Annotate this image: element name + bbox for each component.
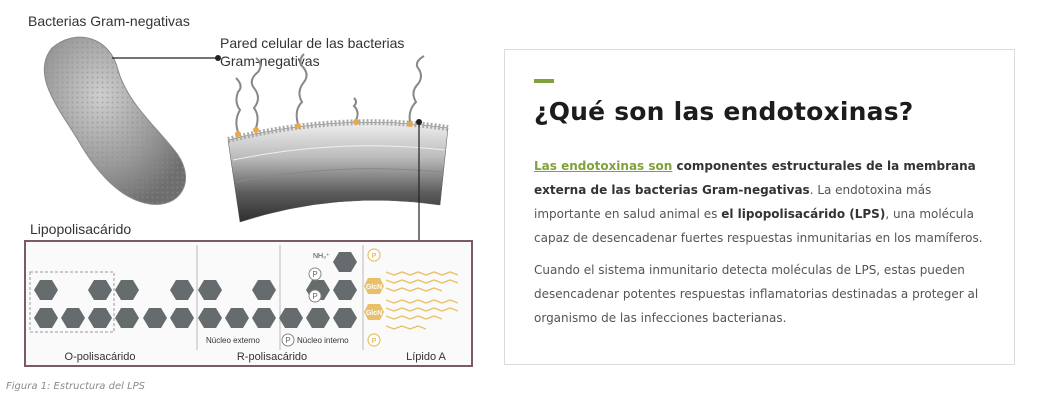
- cell-wall-segment: [227, 121, 449, 223]
- paragraph-definition: Las endotoxinas son componentes estructu…: [534, 154, 989, 250]
- info-card: ¿Qué son las endotoxinas? Las endotoxina…: [504, 49, 1015, 365]
- lipid-phosphate-label: P: [372, 253, 377, 260]
- bold-text: componentes estructurales de la membrana…: [534, 159, 976, 197]
- lipid-a-structure: [364, 248, 459, 347]
- figure-caption: Figura 1: Estructura del LPS: [6, 381, 146, 392]
- label-lipido-a: Lípido A: [406, 351, 446, 363]
- lipid-phosphate-label: P: [372, 338, 377, 345]
- phosphate-groups: [281, 267, 322, 347]
- label-lps: Lipopolisacárido: [30, 221, 131, 237]
- lps-chains: [235, 53, 425, 133]
- label-r-polisacarido: R-polisacárido: [237, 351, 307, 363]
- label-nucleo-interno: Núcleo interno: [297, 336, 349, 345]
- phosphate-label: P: [285, 336, 290, 345]
- endotoxinas-link[interactable]: Las endotoxinas son: [534, 159, 673, 173]
- body-text: , una molécula capaz de desencadenar fue…: [534, 207, 983, 245]
- bold-lps: el lipopolisacárido (LPS): [721, 207, 886, 221]
- label-bacteria: Bacterias Gram-negativas: [28, 13, 190, 29]
- sugar-hexagons: [34, 252, 357, 328]
- lps-figure: Bacterias Gram-negativas Pared celular d…: [0, 0, 490, 403]
- glcn-label: GlcN: [366, 310, 382, 317]
- body-text: . La endotoxina más importante en salud …: [534, 183, 932, 221]
- phosphate-label: P: [312, 292, 317, 301]
- glcn-label: GlcN: [366, 284, 382, 291]
- label-wall-line1: Pared celular de las bacterias: [220, 35, 404, 51]
- lps-diagram: Bacterias Gram-negativas Pared celular d…: [24, 13, 473, 367]
- label-wall-line2: Gram-negativas: [220, 53, 320, 69]
- label-o-polisacarido: O-polisacárido: [65, 351, 136, 363]
- label-nh3: NH₃⁺: [313, 253, 330, 260]
- phosphate-label: P: [312, 270, 317, 279]
- paragraph-immune-response: Cuando el sistema inmunitario detecta mo…: [534, 263, 979, 325]
- lps-frame: [24, 240, 473, 367]
- accent-bar: [534, 79, 554, 83]
- label-nucleo-externo: Núcleo externo: [206, 336, 260, 345]
- card-title: ¿Qué son las endotoxinas?: [534, 97, 914, 126]
